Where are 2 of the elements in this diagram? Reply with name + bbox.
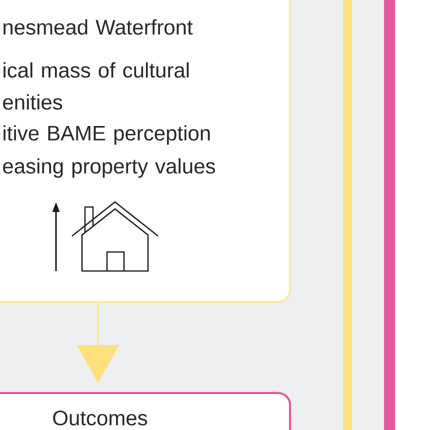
outcome-box: Outcomes <box>0 392 291 430</box>
content-box: nesmead Waterfront ical mass of cultural enities itive BAME perception easing property values <box>0 0 291 303</box>
